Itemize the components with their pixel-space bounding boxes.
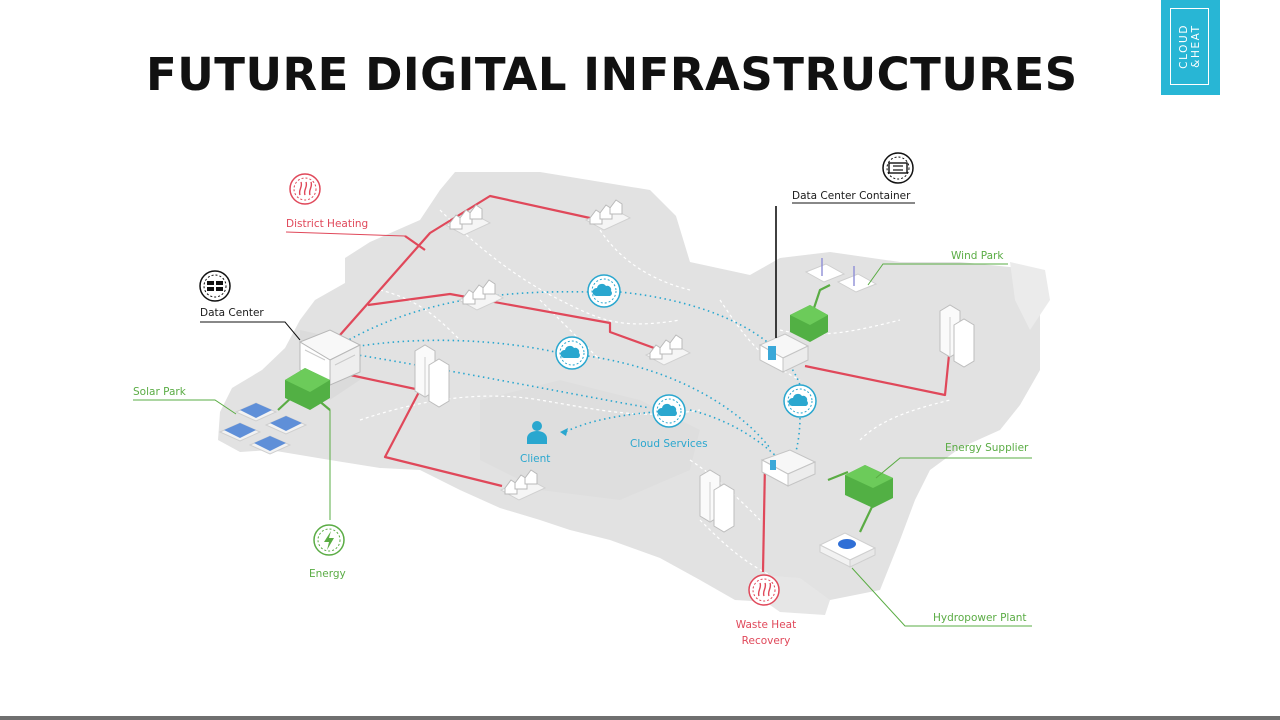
map-area (218, 172, 1050, 615)
cloud-icon (783, 384, 817, 418)
hydropower-building (818, 532, 877, 568)
waste-heat-icon (748, 574, 780, 606)
data-center-building (298, 329, 362, 386)
label-hydropower-plant: Hydropower Plant (933, 612, 1027, 624)
label-energy: Energy (309, 568, 346, 580)
label-cloud-services: Cloud Services (630, 438, 708, 450)
leader-lines (133, 202, 1032, 627)
page-title: FUTURE DIGITAL INFRASTRUCTURES (146, 48, 1078, 101)
person-icon (527, 421, 568, 444)
solar-park-panels (218, 402, 308, 455)
generator-data-center (285, 368, 330, 410)
wind-park-turbines (804, 258, 878, 293)
generator-supplier (845, 465, 893, 508)
generator-wind (790, 305, 828, 342)
server-icon (199, 270, 231, 302)
label-data-center: Data Center (200, 307, 264, 319)
cloud-and-heat-logo: CLOUD&HEAT (1161, 0, 1220, 95)
cloud-icon (652, 394, 686, 428)
label-waste-heat: Waste Heat (736, 619, 796, 631)
label-district-heating: District Heating (286, 218, 368, 230)
data-center-container-building (758, 333, 810, 373)
cloud-icon (587, 274, 621, 308)
label-wind-park: Wind Park (951, 250, 1004, 262)
label-solar-park: Solar Park (133, 386, 187, 398)
bottom-bar (0, 716, 1280, 720)
roads (299, 209, 951, 576)
lightning-icon (313, 524, 345, 556)
container-icon (882, 152, 914, 184)
label-energy-supplier: Energy Supplier (945, 442, 1029, 454)
cloud-icon (555, 336, 589, 370)
label-data-center-container: Data Center Container (792, 190, 911, 202)
supplier-data-center-building (760, 449, 817, 487)
label-client: Client (520, 453, 550, 465)
heat-network (324, 194, 952, 573)
district-heating-icon (289, 173, 321, 205)
label-recovery: Recovery (742, 635, 791, 647)
